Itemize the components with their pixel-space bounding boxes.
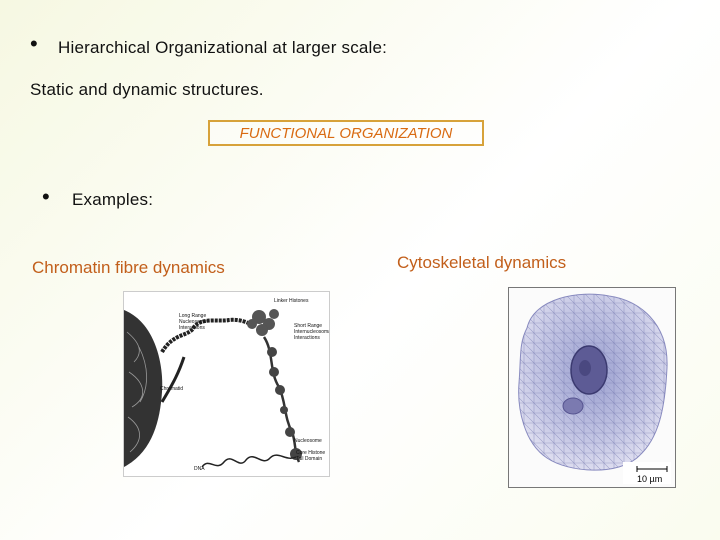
- dna-strand: [201, 454, 297, 468]
- scale-label: 10 µm: [637, 474, 662, 484]
- nucleolus: [579, 360, 591, 376]
- chromatin-fibre: [160, 317, 256, 354]
- label-dna: DNA: [194, 466, 205, 472]
- scale-bar-bg: [623, 462, 671, 484]
- functional-organization-box: FUNCTIONAL ORGANIZATION: [208, 120, 484, 146]
- cytoskeleton-micrograph: 10 µm: [508, 287, 676, 488]
- label-nucleosome: Nucleosome: [294, 438, 322, 444]
- heading-hierarchical: Hierarchical Organizational at larger sc…: [58, 38, 388, 57]
- nucleosome-beads: [267, 347, 302, 460]
- chromatin-fibre: [160, 356, 186, 403]
- label-chromatid: Chromatid: [160, 386, 183, 392]
- bullet-icon: •: [42, 184, 50, 209]
- cytoskeletal-caption: Cytoskeletal dynamics: [397, 253, 567, 272]
- vesicle: [562, 397, 584, 415]
- chromatid-mass: [124, 310, 163, 467]
- chromatin-caption: Chromatin fibre dynamics: [32, 258, 225, 277]
- bullet-icon: •: [30, 31, 38, 56]
- subtitle-static-dynamic: Static and dynamic structures.: [30, 80, 264, 99]
- label-linker-histones: Linker Histones: [274, 298, 309, 304]
- nucleosome-cluster: [247, 309, 279, 336]
- examples-label: Examples:: [72, 190, 154, 209]
- cell-image: 10 µm: [518, 293, 671, 484]
